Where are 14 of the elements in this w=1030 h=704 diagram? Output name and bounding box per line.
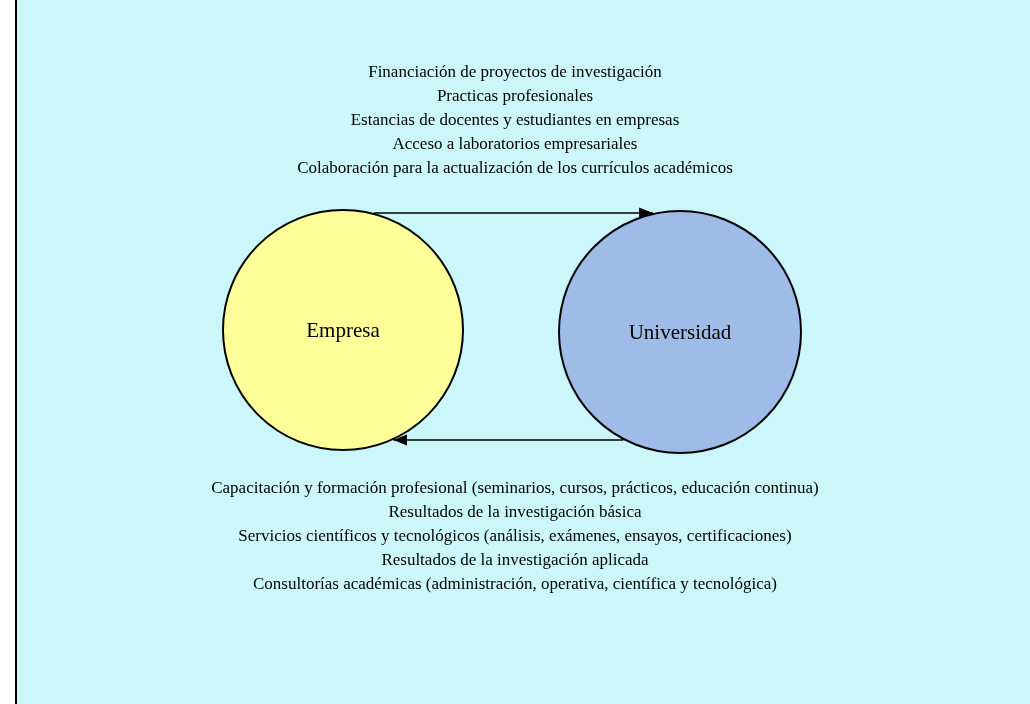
exchange-text: Colaboración para la actualización de los currículos académicos bbox=[296, 157, 734, 179]
exchange-text: Acceso a laboratorios empresariales bbox=[391, 133, 639, 155]
arrow bbox=[373, 207, 654, 219]
arrow bbox=[392, 434, 624, 446]
node-label: Empresa bbox=[306, 317, 380, 343]
exchange-text: Resultados de la investigación aplicada bbox=[380, 549, 650, 571]
exchange-text: Capacitación y formación profesional (seminarios, cursos, prácticos, educación continua) bbox=[210, 477, 820, 499]
node-label: Universidad bbox=[628, 319, 732, 345]
exchange-text: Consultorías académicas (administración, operativa, científica y tecnológica) bbox=[252, 573, 778, 595]
exchange-text: Financiación de proyectos de investigación bbox=[367, 61, 663, 83]
exchange-text: Practicas profesionales bbox=[435, 85, 595, 107]
exchange-text: Resultados de la investigación básica bbox=[387, 501, 643, 523]
exchange-text: Estancias de docentes y estudiantes en empresas bbox=[349, 109, 681, 131]
exchange-text: Servicios científicos y tecnológicos (análisis, exámenes, ensayos, certificaciones) bbox=[237, 525, 793, 547]
